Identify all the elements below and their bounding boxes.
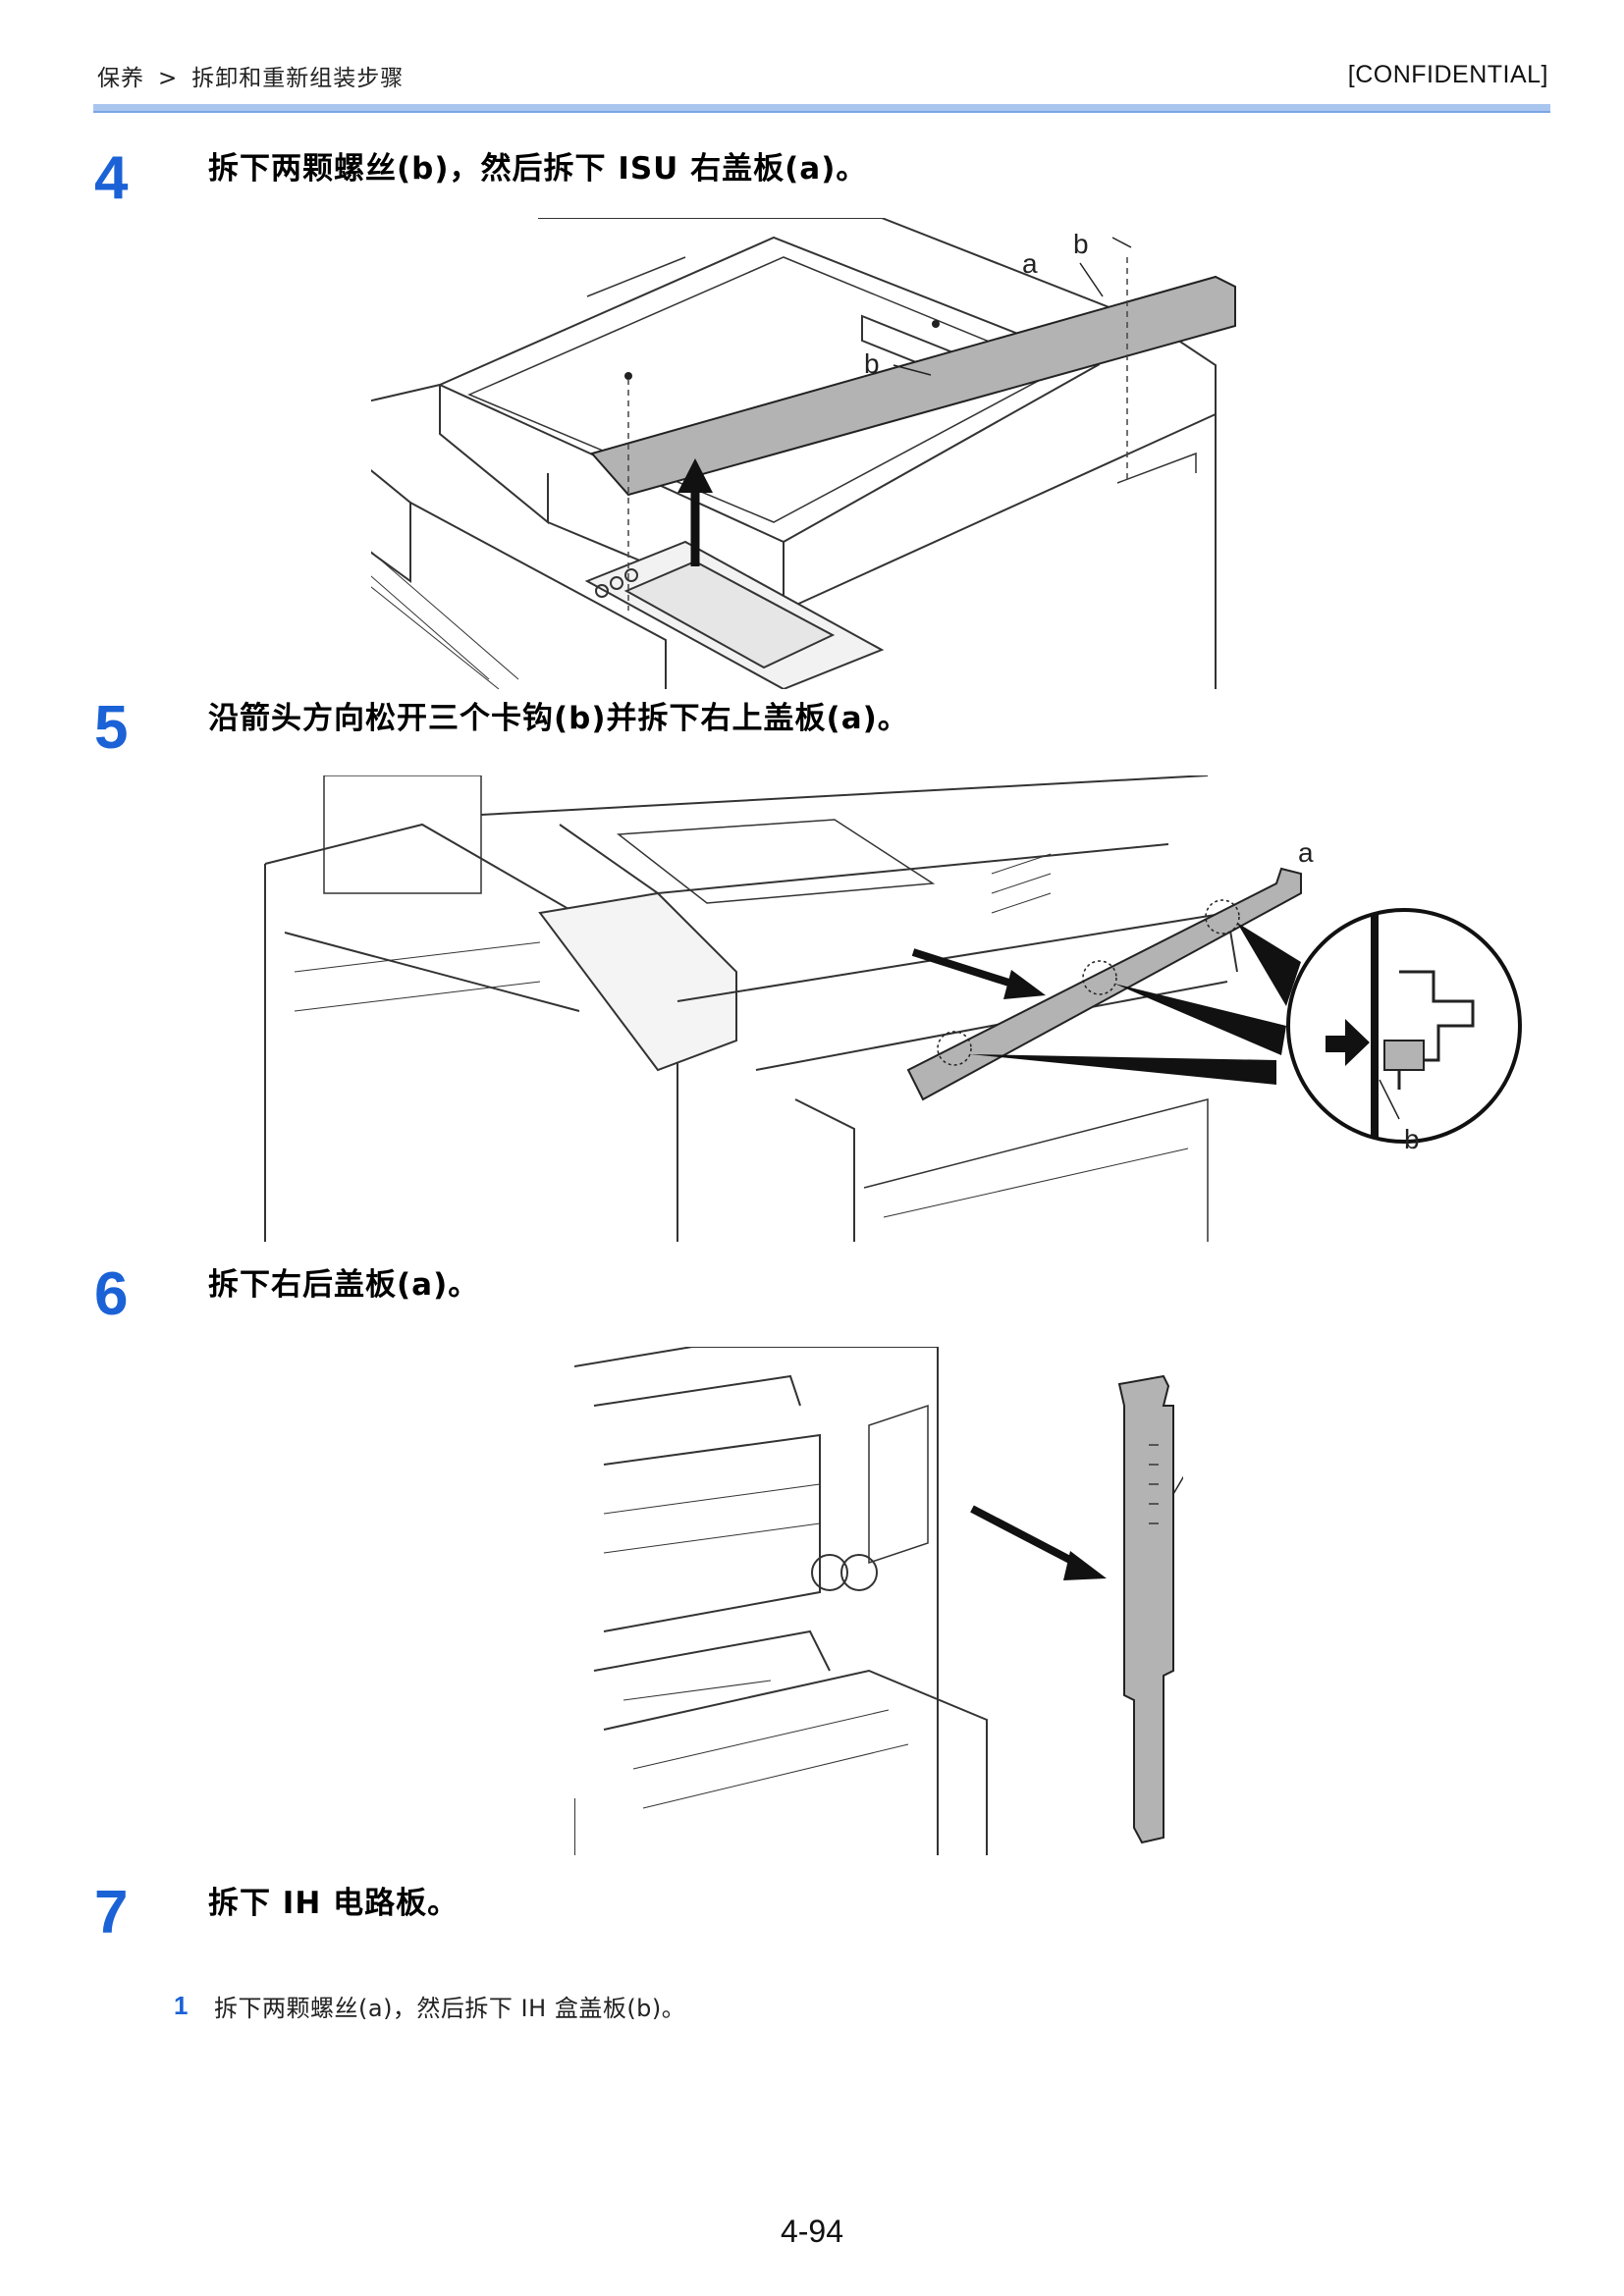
callout-a: a xyxy=(1022,248,1038,279)
up-arrow-icon xyxy=(677,458,713,493)
step-4-number: 4 xyxy=(94,144,129,212)
step-4-drawing: a b b xyxy=(371,218,1236,689)
callout-b: b xyxy=(1404,1124,1420,1154)
confidential-label: [CONFIDENTIAL] xyxy=(1347,61,1548,88)
screw-b-upper xyxy=(932,320,940,328)
detail-magnifier xyxy=(1286,908,1522,1144)
direction-arrow-icon xyxy=(1003,970,1046,999)
direction-arrow-icon xyxy=(1063,1551,1107,1580)
callout-a: a xyxy=(1298,837,1314,868)
step-5-text: 沿箭头方向松开三个卡钩(b)并拆下右上盖板(a)。 xyxy=(208,701,909,736)
step-5-drawing: a b xyxy=(264,775,1522,1242)
step-4-text: 拆下两颗螺丝(b)，然后拆下 ISU 右盖板(a)。 xyxy=(208,151,868,187)
callout-b-lower: b xyxy=(864,348,880,379)
step-7-number: 7 xyxy=(94,1879,129,1947)
step-5-illustration: a b xyxy=(245,775,1542,1242)
step-7-text: 拆下 IH 电路板。 xyxy=(208,1886,460,1921)
step-6-drawing: a xyxy=(574,1347,1183,1855)
breadcrumb-separator: > xyxy=(158,66,179,91)
step-4-illustration: a b b xyxy=(371,218,1245,689)
breadcrumb-section[interactable]: 保养 xyxy=(97,66,144,91)
step-6-number: 6 xyxy=(94,1260,129,1328)
header-divider xyxy=(93,104,1550,113)
substep-1-text: 拆下两颗螺丝(a)，然后拆下 IH 盒盖板(b)。 xyxy=(214,1995,686,2022)
breadcrumb-page[interactable]: 拆卸和重新组装步骤 xyxy=(191,66,405,91)
breadcrumb: 保养 > 拆卸和重新组装步骤 xyxy=(97,59,404,92)
substep-1-number: 1 xyxy=(174,1991,189,2020)
callout-b-upper: b xyxy=(1073,229,1089,259)
step-6-illustration: a xyxy=(574,1347,1183,1855)
step-5-number: 5 xyxy=(94,694,129,762)
page-number: 4-94 xyxy=(780,2214,844,2249)
page-header: 保养 > 拆卸和重新组装步骤 [CONFIDENTIAL] xyxy=(93,57,1548,96)
step-6-text: 拆下右后盖板(a)。 xyxy=(208,1267,480,1303)
screw-b-lower xyxy=(624,372,632,380)
